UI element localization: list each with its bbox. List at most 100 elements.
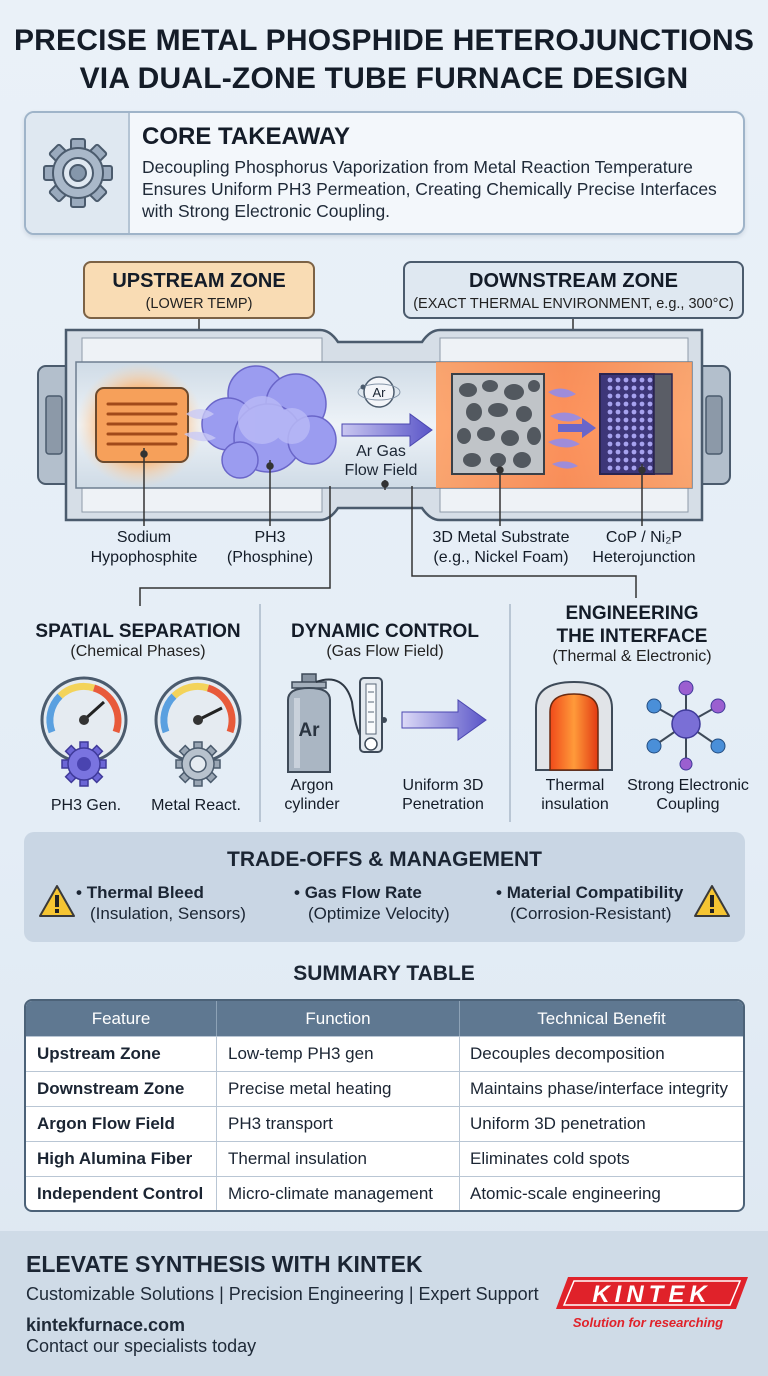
logo-text: KINTEK xyxy=(592,1281,711,1308)
summary-table: Feature Function Technical Benefit Upstr… xyxy=(24,999,745,1212)
cell-benefit: Decouples decomposition xyxy=(459,1037,743,1071)
upstream-zone-sub: (LOWER TEMP) xyxy=(145,296,253,312)
lattice-dot xyxy=(615,425,621,431)
dynamic-control-sub: (Gas Flow Field) xyxy=(326,643,444,660)
lattice-dot xyxy=(647,401,653,407)
lattice-dot xyxy=(607,417,613,423)
cell-benefit: Uniform 3D penetration xyxy=(459,1107,743,1141)
lattice-dot xyxy=(631,393,637,399)
core-text: Decoupling Phosphorus Vaporization from … xyxy=(142,157,717,221)
lattice-dot xyxy=(631,441,637,447)
cell-benefit: Eliminates cold spots xyxy=(459,1142,743,1176)
lattice-dot xyxy=(623,465,629,471)
lattice-dot xyxy=(631,433,637,439)
lattice-dot xyxy=(623,441,629,447)
cell-function: PH3 transport xyxy=(216,1107,459,1141)
lattice-dot xyxy=(647,385,653,391)
lattice-dot xyxy=(615,441,621,447)
downstream-zone-title: DOWNSTREAM ZONE xyxy=(469,270,678,292)
interface-illustration xyxy=(535,680,726,771)
label-heterojunction: CoP / Ni₂P Heterojunction xyxy=(592,529,696,566)
lattice-dot xyxy=(647,433,653,439)
lattice-dot xyxy=(615,401,621,407)
cell-benefit: Maintains phase/interface integrity xyxy=(459,1072,743,1106)
molecule-icon xyxy=(646,680,726,771)
header-function: Function xyxy=(216,1001,459,1036)
tube-furnace-diagram: Ar xyxy=(37,319,731,606)
lattice-dot xyxy=(647,449,653,455)
spatial-separation-title: SPATIAL SEPARATION xyxy=(35,621,241,642)
dynamic-control-illustration: Ar xyxy=(287,673,487,773)
cell-function: Thermal insulation xyxy=(216,1142,459,1176)
lattice-dot xyxy=(615,465,621,471)
lattice-dot xyxy=(639,449,645,455)
lattice-dot xyxy=(631,385,637,391)
upstream-zone-title: UPSTREAM ZONE xyxy=(112,270,286,292)
lattice-dot xyxy=(623,417,629,423)
lattice-dot xyxy=(631,409,637,415)
lattice-dot xyxy=(623,433,629,439)
lattice-dot xyxy=(623,393,629,399)
lattice-dot xyxy=(623,425,629,431)
lattice-dot xyxy=(623,409,629,415)
lattice-dot xyxy=(639,377,645,383)
downstream-zone-label: DOWNSTREAM ZONE (EXACT THERMAL ENVIRONME… xyxy=(403,261,744,319)
cell-function: Micro-climate management xyxy=(216,1177,459,1210)
upstream-zone-label: UPSTREAM ZONE (LOWER TEMP) xyxy=(83,261,315,319)
lattice-dot xyxy=(631,401,637,407)
cell-feature: Upstream Zone xyxy=(37,1044,161,1063)
title-line-1: PRECISE METAL PHOSPHIDE HETEROJUNCTIONS xyxy=(13,24,755,57)
logo-slogan: Solution for researching xyxy=(573,1315,723,1330)
insulation-icon xyxy=(535,680,613,771)
lattice-dot xyxy=(607,433,613,439)
cell-feature: Argon Flow Field xyxy=(37,1114,175,1133)
lattice-dot xyxy=(623,457,629,463)
lattice-dot xyxy=(647,417,653,423)
lattice-dot xyxy=(607,401,613,407)
lattice-dot xyxy=(615,417,621,423)
lattice-dot xyxy=(639,433,645,439)
section-divider xyxy=(509,604,511,822)
lattice-dot xyxy=(607,377,613,383)
lattice-dot xyxy=(615,457,621,463)
argon-badge-text: Ar xyxy=(373,385,387,400)
lattice-dot xyxy=(631,417,637,423)
lattice-dot xyxy=(647,425,653,431)
core-title: CORE TAKEAWAY xyxy=(142,123,351,150)
lattice-dot xyxy=(647,377,653,383)
lattice-dot xyxy=(623,377,629,383)
lattice-dot xyxy=(639,425,645,431)
footer-title: ELEVATE SYNTHESIS WITH KINTEK xyxy=(26,1251,423,1277)
lattice-dot xyxy=(631,377,637,383)
gauge-icon xyxy=(154,676,242,764)
lattice-dot xyxy=(639,457,645,463)
kintek-logo: KINTEK Solution for researching xyxy=(556,1277,748,1330)
label-sodium-hypophosphite: Sodium Hypophosphite xyxy=(90,529,198,566)
lattice-dot xyxy=(623,401,629,407)
lattice-dot xyxy=(639,417,645,423)
gear-icon xyxy=(43,138,113,208)
spatial-separation-sub: (Chemical Phases) xyxy=(70,643,206,660)
header-feature: Feature xyxy=(91,1008,151,1028)
argon-cylinder-icon xyxy=(287,673,331,773)
lattice-dot xyxy=(607,409,613,415)
caption-electronic-coupling: Strong Electronic Coupling xyxy=(627,777,749,813)
warning-icon xyxy=(694,885,730,917)
lattice-dot xyxy=(623,449,629,455)
downstream-zone-sub: (EXACT THERMAL ENVIRONMENT, e.g., 300°C) xyxy=(413,296,734,312)
lattice-dot xyxy=(647,457,653,463)
tradeoff-material-compatibility: • Material Compatibility (Corrosion-Resi… xyxy=(496,883,684,923)
lattice-dot xyxy=(607,385,613,391)
title-line-2: VIA DUAL-ZONE TUBE FURNACE DESIGN xyxy=(79,62,689,95)
lattice-dot xyxy=(615,393,621,399)
lattice-dot xyxy=(647,393,653,399)
lattice-dot xyxy=(615,433,621,439)
footer-tagline: Customizable Solutions | Precision Engin… xyxy=(26,1284,539,1304)
dynamic-control-title: DYNAMIC CONTROL xyxy=(291,621,479,642)
footer: ELEVATE SYNTHESIS WITH KINTEK Customizab… xyxy=(0,1231,768,1376)
label-metal-substrate: 3D Metal Substrate (e.g., Nickel Foam) xyxy=(432,529,570,566)
footer-url[interactable]: kintekfurnace.com xyxy=(26,1315,186,1335)
gas-flow-arrow xyxy=(341,413,433,447)
lattice-dot xyxy=(607,441,613,447)
